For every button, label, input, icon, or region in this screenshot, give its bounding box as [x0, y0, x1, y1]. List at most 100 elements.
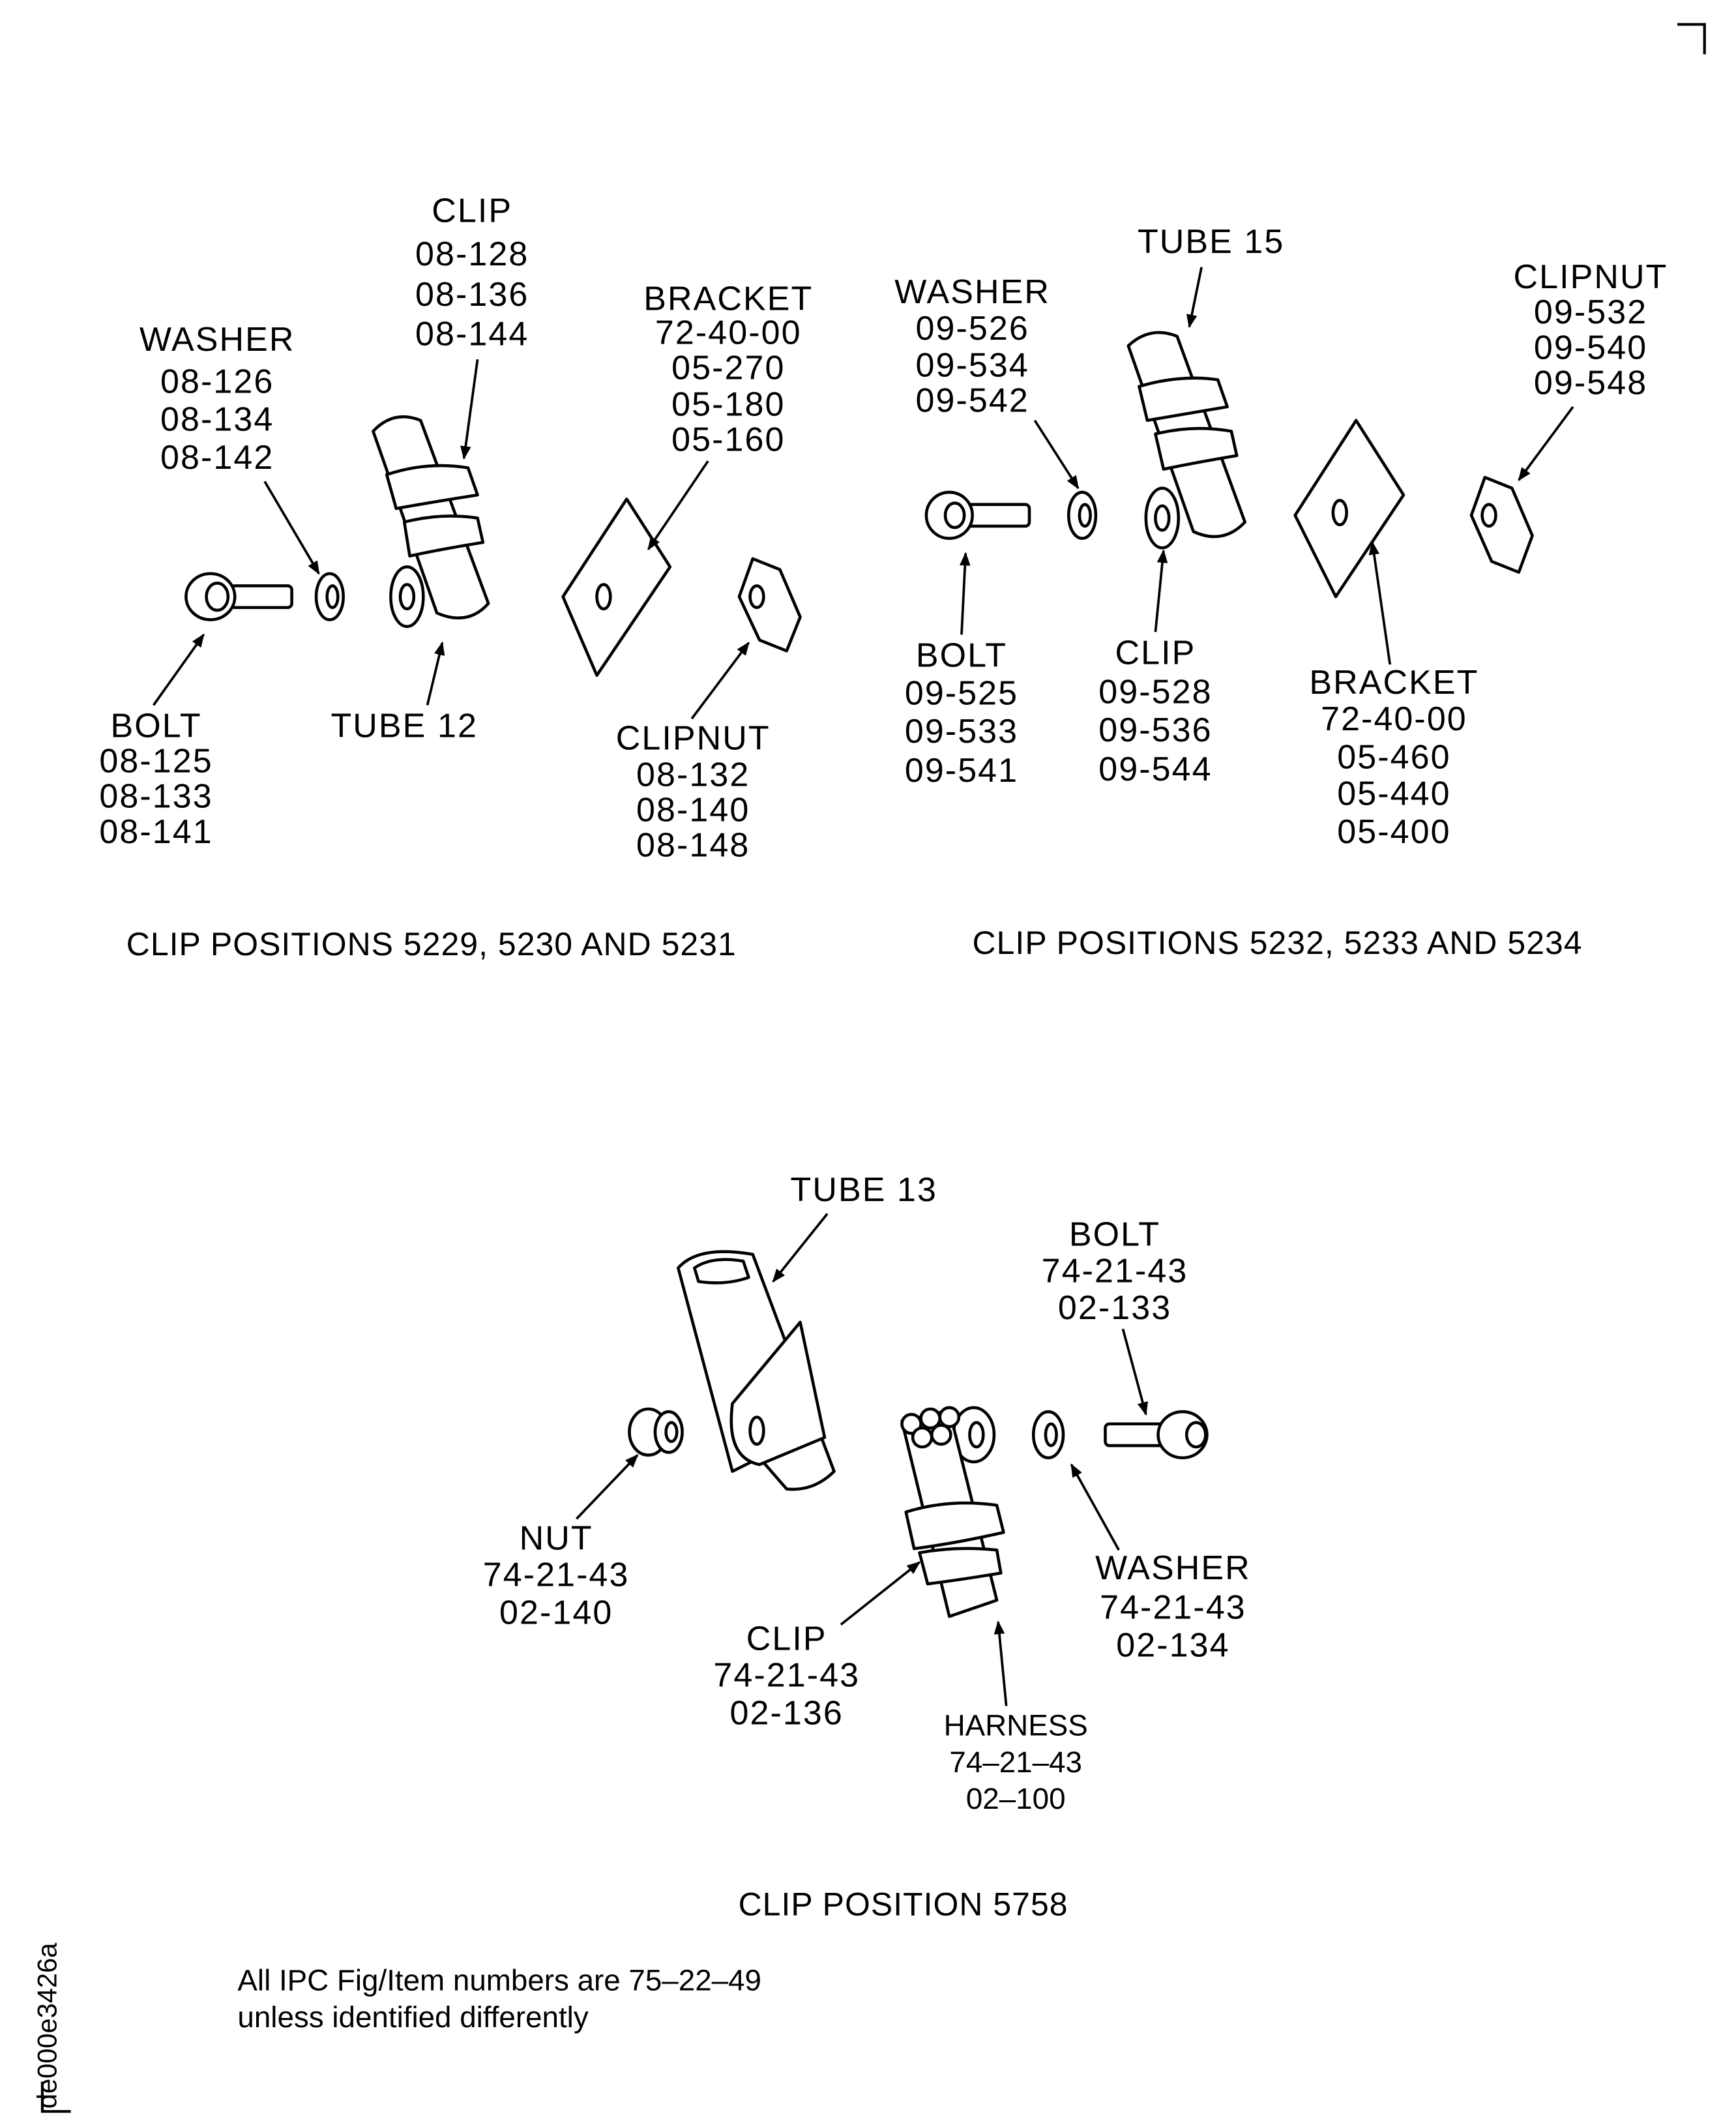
svg-text:WASHER: WASHER — [894, 273, 1050, 311]
svg-text:74–21–43: 74–21–43 — [949, 1746, 1082, 1779]
washer-drawing — [1031, 1410, 1065, 1460]
clip-arrow — [840, 1561, 921, 1626]
svg-text:08-133: 08-133 — [99, 778, 213, 816]
group-clip-5758: TUBE 13 BOLT 74-21-43 02-133 NUT 74-21-4… — [483, 1171, 1250, 1922]
corner-mark-bottom-left — [40, 2081, 71, 2113]
svg-text:08-132: 08-132 — [636, 756, 750, 794]
tube-13-drawing — [677, 1250, 836, 1491]
tube-15-drawing — [1126, 331, 1246, 550]
tube-arrow — [772, 1213, 829, 1283]
svg-text:08-134: 08-134 — [160, 401, 274, 439]
svg-text:05-270: 05-270 — [671, 349, 785, 387]
label-bolt: BOLT 08-125 08-133 08-141 — [99, 707, 213, 851]
label-harness: HARNESS 74–21–43 02–100 — [944, 1709, 1088, 1815]
corner-mark-top-right — [1677, 23, 1706, 55]
label-clipnut: CLIPNUT 08-132 08-140 08-148 — [616, 719, 771, 865]
tube-arrow — [426, 641, 445, 706]
clipnut-drawing — [737, 557, 802, 653]
label-bracket: BRACKET 72-40-00 05-460 05-440 05-400 — [1309, 664, 1479, 851]
clipnut-drawing — [1469, 475, 1534, 574]
svg-text:BOLT: BOLT — [1069, 1215, 1160, 1253]
svg-text:09-533: 09-533 — [905, 713, 1018, 750]
group-clip-5229-5231: CLIP 08-128 08-136 08-144 WASHER 08-126 … — [99, 192, 812, 962]
washer-arrow — [1033, 419, 1080, 490]
group-clip-5232-5234: TUBE 15 WASHER 09-526 09-534 09-542 CLIP… — [894, 223, 1668, 961]
nut-drawing — [628, 1407, 684, 1457]
clipnut-arrow — [690, 642, 750, 720]
bracket-drawing — [1293, 419, 1405, 599]
harness-clip-drawing — [900, 1406, 1005, 1618]
bolt-arrow — [1121, 1328, 1149, 1416]
svg-text:08-144: 08-144 — [415, 316, 529, 353]
svg-text:02-133: 02-133 — [1058, 1289, 1171, 1327]
svg-text:02-140: 02-140 — [499, 1594, 613, 1632]
svg-text:CLIP: CLIP — [746, 1620, 827, 1657]
caption: CLIP POSITION 5758 — [739, 1886, 1068, 1922]
label-washer: WASHER 74-21-43 02-134 — [1095, 1549, 1250, 1665]
svg-text:05-460: 05-460 — [1337, 738, 1450, 776]
svg-text:09-548: 09-548 — [1534, 364, 1647, 402]
tube-arrow — [1186, 267, 1203, 329]
svg-text:WASHER: WASHER — [140, 321, 295, 359]
drawing-id: de000e3426a — [31, 1942, 62, 2109]
svg-text:02-134: 02-134 — [1116, 1627, 1229, 1665]
label-washer: WASHER 09-526 09-534 09-542 — [894, 273, 1050, 419]
bracket-arrow — [647, 460, 709, 551]
bracket-drawing — [561, 498, 672, 677]
harness-arrow — [993, 1620, 1008, 1706]
tube-12-drawing — [372, 415, 490, 629]
svg-text:08-136: 08-136 — [415, 276, 529, 314]
svg-text:05-440: 05-440 — [1337, 775, 1450, 813]
label-tube: TUBE 12 — [331, 707, 477, 745]
svg-text:NUT: NUT — [520, 1519, 593, 1557]
svg-text:08-125: 08-125 — [99, 743, 213, 780]
svg-text:BOLT: BOLT — [916, 636, 1007, 674]
bolt-drawing — [1104, 1410, 1209, 1460]
svg-text:05-180: 05-180 — [671, 386, 785, 424]
bolt-drawing — [184, 572, 293, 621]
svg-text:09-528: 09-528 — [1098, 674, 1212, 711]
clip-arrow — [1154, 549, 1168, 632]
caption: CLIP POSITIONS 5232, 5233 AND 5234 — [973, 925, 1583, 961]
svg-text:CLIPNUT: CLIPNUT — [1514, 258, 1668, 296]
nut-arrow — [575, 1454, 639, 1520]
svg-text:02-136: 02-136 — [730, 1695, 844, 1732]
washer-arrow — [263, 481, 320, 575]
svg-text:72-40-00: 72-40-00 — [655, 314, 802, 351]
svg-text:74-21-43: 74-21-43 — [1042, 1253, 1188, 1290]
caption: CLIP POSITIONS 5229, 5230 AND 5231 — [126, 926, 737, 962]
svg-text:08-141: 08-141 — [99, 813, 213, 851]
svg-text:HARNESS: HARNESS — [944, 1709, 1088, 1742]
svg-text:05-400: 05-400 — [1337, 813, 1450, 851]
svg-text:CLIP: CLIP — [1115, 634, 1196, 672]
svg-text:09-534: 09-534 — [915, 346, 1029, 384]
clipnut-arrow — [1518, 406, 1574, 481]
svg-text:CLIP: CLIP — [432, 192, 512, 230]
label-tube: TUBE 15 — [1138, 223, 1284, 261]
bolt-arrow — [960, 552, 971, 635]
washer-arrow — [1070, 1463, 1120, 1551]
svg-text:08-142: 08-142 — [160, 439, 274, 477]
label-tube: TUBE 13 — [791, 1171, 937, 1209]
svg-text:09-532: 09-532 — [1534, 293, 1647, 331]
label-clip: CLIP 08-128 08-136 08-144 — [415, 192, 529, 353]
svg-text:08-126: 08-126 — [160, 363, 274, 400]
label-bolt: BOLT 74-21-43 02-133 — [1042, 1215, 1188, 1327]
svg-text:08-148: 08-148 — [636, 827, 750, 865]
bracket-arrow — [1368, 541, 1392, 665]
svg-text:72-40-00: 72-40-00 — [1321, 700, 1467, 738]
svg-text:CLIPNUT: CLIPNUT — [616, 719, 771, 757]
svg-text:74-21-43: 74-21-43 — [713, 1656, 860, 1694]
label-clipnut: CLIPNUT 09-532 09-540 09-548 — [1514, 258, 1668, 402]
label-nut: NUT 74-21-43 02-140 — [483, 1519, 628, 1632]
bolt-arrow — [152, 633, 205, 706]
svg-text:02–100: 02–100 — [966, 1782, 1066, 1815]
svg-text:08-140: 08-140 — [636, 792, 750, 829]
svg-text:unless identified differently: unless identified differently — [237, 2000, 588, 2034]
bolt-drawing — [924, 490, 1031, 540]
label-washer: WASHER 08-126 08-134 08-142 — [140, 321, 295, 477]
svg-text:BRACKET: BRACKET — [1309, 664, 1479, 702]
label-bolt: BOLT 09-525 09-533 09-541 — [905, 636, 1018, 790]
washer-drawing — [1067, 490, 1098, 540]
